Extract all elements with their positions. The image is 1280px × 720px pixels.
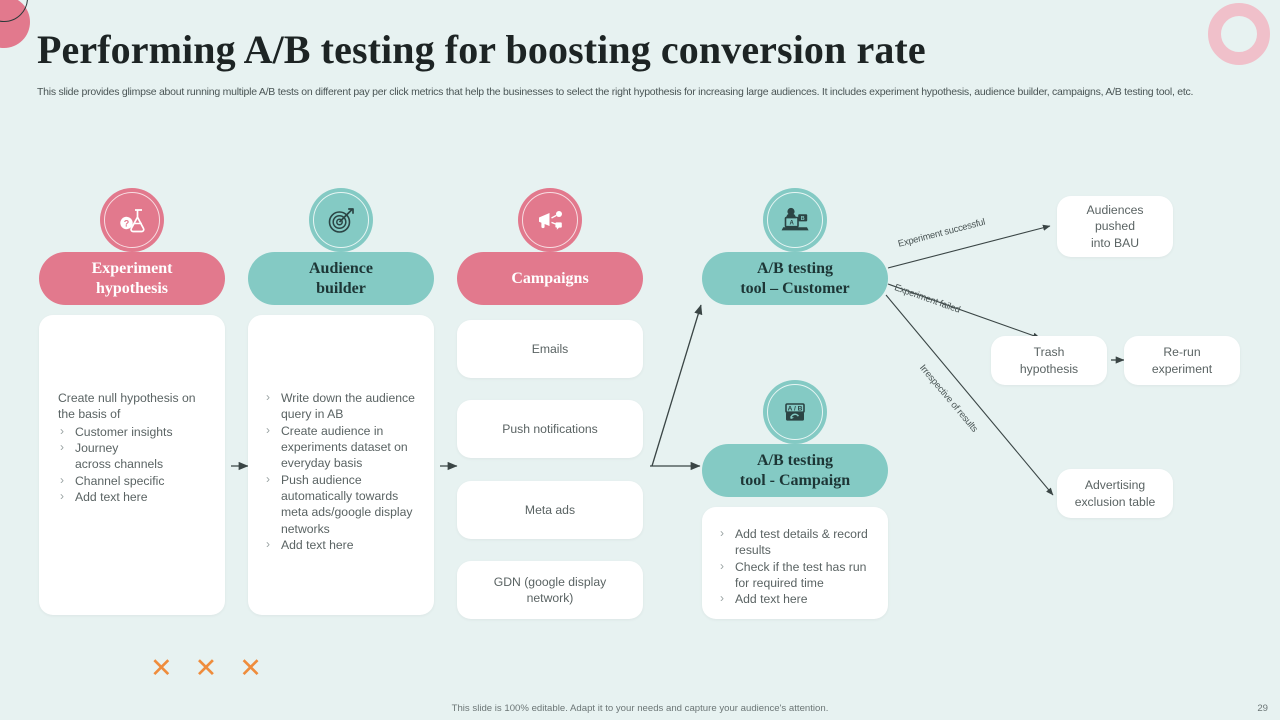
list-item: Journey [58,439,213,456]
audience-bullet-list: Write down the audience query in AB Crea… [264,389,428,553]
hypothesis-bullet-sub: across channels [75,457,164,472]
svg-text:?: ? [124,219,130,229]
campaign-item-label: GDN (google display network) [493,574,607,605]
card-campaign-emails [457,320,643,378]
list-item: Add text here [58,488,213,505]
card-audiences-pushed-into-bau [1057,196,1173,257]
campaign-item-label: Emails [531,341,569,356]
hypothesis-bullet-list-2: Channel specific Add text here [58,472,213,506]
outcome-line: pushed [1095,219,1135,234]
footer-note: This slide is 100% editable. Adapt it to… [451,703,829,714]
outcome-line: Re-run [1163,345,1201,360]
slide-header: Performing A/B testing for boosting conv… [37,27,1237,101]
card-campaign-meta-ads [457,481,643,539]
ab-swap-icon: A / B [763,380,827,444]
experiment-hypothesis-content: Create null hypothesis on the basis of C… [58,390,213,505]
pill-campaigns[interactable]: Campaigns [457,252,643,305]
outcome-line: hypothesis [1019,361,1079,376]
outcome-line: Audiences [1086,203,1144,218]
pill-label: Campaigns [511,269,589,287]
decorative-x-marks: ✕ ✕ ✕ [150,655,262,682]
outcome-line: into BAU [1090,235,1140,250]
svg-text:A / B: A / B [788,406,803,413]
list-item: Check if the test has run for required t… [718,558,884,592]
target-dart-icon [309,188,373,252]
list-item: Add test details & record results [718,525,884,559]
ab-campaign-bullet-list: Add test details & record results Check … [718,525,884,608]
audience-builder-content: Write down the audience query in AB Crea… [264,389,428,553]
outcome-rerun-label: Re-run experiment [1124,336,1240,385]
x-icon: ✕ [194,653,218,683]
campaign-item-label: Meta ads [524,502,576,517]
card-campaign-gdn [457,561,643,619]
hypothesis-bullet-list: Customer insights Journey [58,423,213,457]
flask-question-icon: ? [100,188,164,252]
x-icon: ✕ [150,653,173,683]
outcome-bau-label: Audiences pushed into BAU [1057,196,1173,257]
svg-text:A: A [790,221,795,227]
outcome-line: exclusion table [1074,494,1156,509]
list-item: Write down the audience query in AB [264,389,428,423]
list-item: Add text here [264,536,428,553]
card-advertising-exclusion-table [1057,469,1173,518]
outcome-exclusion-label: Advertising exclusion table [1057,469,1173,518]
svg-text:B: B [801,216,805,222]
hypothesis-lead: Create null hypothesis on the basis of [58,391,196,422]
list-item: Channel specific [58,472,213,489]
list-item: Create audience in experiments dataset o… [264,422,428,472]
outcome-line: Advertising [1084,478,1146,493]
outcome-trash-label: Trash hypothesis [991,336,1107,385]
outcome-line: experiment [1151,361,1213,376]
ab-campaign-content: Add test details & record results Check … [718,525,884,608]
page-title: Performing A/B testing for boosting conv… [37,27,926,72]
page-subtitle: This slide provides glimpse about runnin… [37,85,1194,98]
card-experiment-hypothesis [39,315,225,615]
card-campaign-push-notifications [457,400,643,458]
list-item: Customer insights [58,423,213,440]
page-number: 29 [1257,703,1268,714]
list-item: Push audience automatically towards meta… [264,471,428,537]
card-rerun-experiment [1124,336,1240,385]
megaphone-icon [518,188,582,252]
list-item: Add text here [718,590,884,607]
outcome-line: Trash [1033,345,1065,360]
campaign-item-label: Push notifications [502,421,598,436]
x-icon: ✕ [239,653,262,683]
laptop-ab-person-icon: A B [763,188,827,252]
